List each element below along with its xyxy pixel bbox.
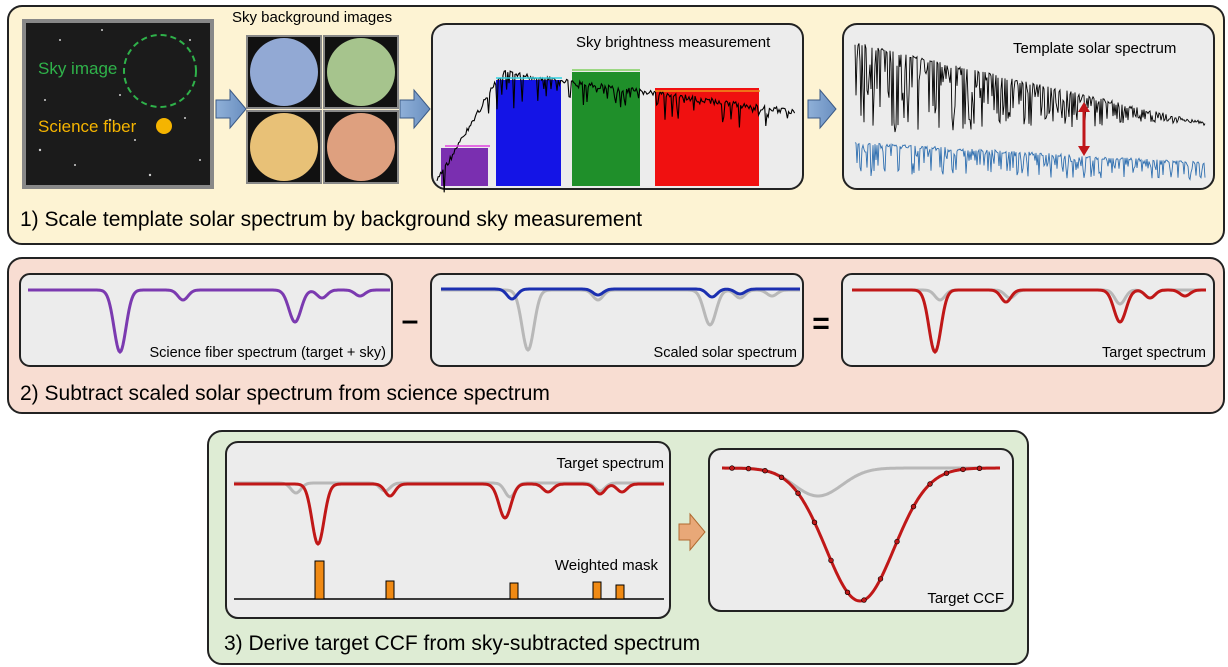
ccf-plot: Target CCF: [708, 448, 1014, 612]
step3-caption: 3) Derive target CCF from sky-subtracted…: [224, 632, 700, 655]
template-solar-plot: Template solar spectrum: [842, 23, 1215, 190]
sky-brightness-title: Sky brightness measurement: [576, 34, 771, 51]
sky-image: Sky image Science fiber: [22, 19, 214, 189]
blue-filter-disk: [250, 38, 318, 106]
mask-bars: [314, 560, 625, 600]
arrow-right-icon: [215, 88, 247, 130]
arrow-right-icon: [807, 88, 837, 130]
sky-aperture-circle: [123, 34, 197, 108]
step3-red-line: [234, 482, 664, 546]
ccf-point: [844, 589, 851, 595]
arrow-right-icon: [678, 512, 706, 552]
ccf-point: [910, 503, 917, 510]
step2-caption: 2) Subtract scaled solar spectrum from s…: [20, 382, 550, 405]
violet-band: [441, 148, 488, 186]
scaled-solar-plot: Scaled solar spectrum: [430, 273, 804, 367]
mask-bar: [314, 560, 325, 600]
ccf-point: [894, 538, 900, 545]
target-red-line: [852, 288, 1206, 355]
sky-background-title: Sky background images: [232, 9, 392, 26]
target-spectrum-plot: Target spectrum: [841, 273, 1215, 367]
yellow-filter-disk: [250, 113, 318, 181]
ccf-point: [828, 557, 834, 564]
ccf-label: Target CCF: [927, 590, 1004, 607]
sky-background-images: Sky background images: [232, 9, 399, 184]
ccf-point: [795, 490, 801, 496]
ccf-point: [976, 465, 983, 471]
red-band: [655, 88, 759, 186]
blue-band: [496, 80, 561, 186]
arrow-right-icon: [399, 88, 431, 130]
science-fiber-dot: [156, 118, 172, 134]
orange-filter-disk: [327, 113, 395, 181]
step1-caption: 1) Scale template solar spectrum by back…: [20, 208, 642, 231]
science-fiber-label: Science fiber: [38, 117, 137, 136]
target-spectrum-label: Target spectrum: [1102, 345, 1206, 361]
ccf-point: [960, 466, 966, 473]
science-spectrum-line: [28, 288, 390, 355]
ccf-point: [762, 468, 768, 474]
target-mask-plot: Target spectrum Weighted mask: [225, 441, 671, 619]
minus-sign: –: [402, 304, 419, 337]
sky-brightness-plot: Sky brightness measurement: [431, 23, 804, 193]
ccf-point: [943, 470, 950, 476]
template-spectrum-black: [854, 43, 1206, 133]
scaled-spectrum-blue: [854, 142, 1206, 181]
ccf-red-line: [722, 466, 1000, 603]
weighted-mask-label: Weighted mask: [555, 557, 659, 574]
scaled-solar-label: Scaled solar spectrum: [654, 345, 797, 361]
green-filter-disk: [327, 38, 395, 106]
ccf-point: [877, 576, 884, 582]
scale-arrow-icon: [1078, 102, 1090, 156]
ccf-point: [745, 465, 752, 472]
mask-bar: [615, 584, 625, 600]
ccf-point: [927, 481, 933, 487]
mask-bar: [385, 580, 395, 600]
scaled-solar-blue-line: [441, 287, 800, 301]
mask-bar: [509, 582, 519, 600]
ccf-points: [729, 465, 983, 603]
ccf-point: [778, 474, 785, 480]
step3-target-label: Target spectrum: [556, 455, 664, 472]
science-spectrum-plot: Science fiber spectrum (target + sky): [19, 273, 393, 367]
science-spectrum-label: Science fiber spectrum (target + sky): [149, 345, 386, 361]
ccf-point: [861, 597, 867, 603]
sky-image-label: Sky image: [38, 59, 117, 78]
equals-sign: =: [812, 307, 830, 340]
sky-spectrum-line: [436, 70, 796, 193]
template-title: Template solar spectrum: [1013, 40, 1176, 57]
ccf-point: [729, 465, 735, 471]
ccf-point: [811, 519, 818, 525]
mask-bar: [592, 581, 602, 600]
